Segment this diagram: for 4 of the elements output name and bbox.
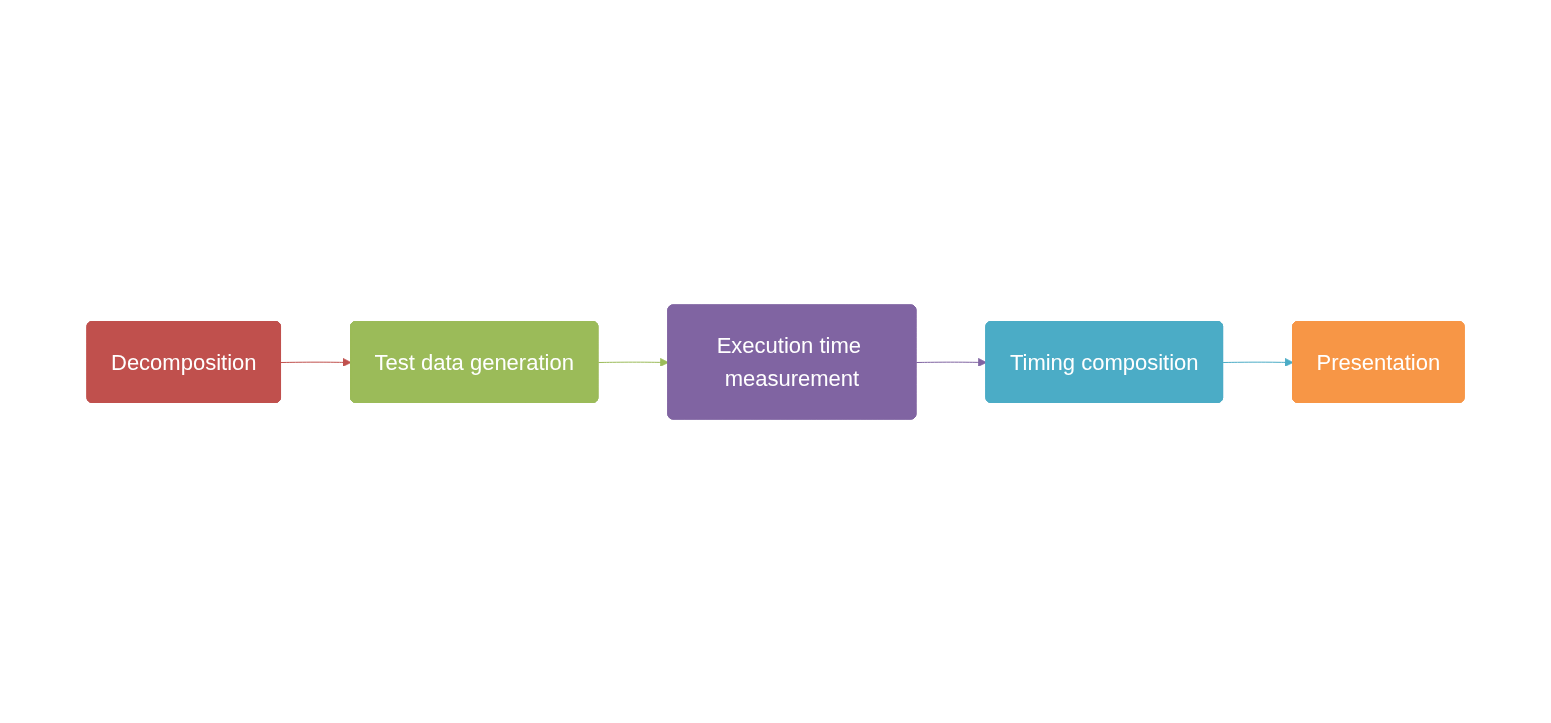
arrow bbox=[280, 357, 352, 367]
arrow bbox=[915, 357, 987, 367]
arrow bbox=[597, 357, 669, 367]
arrow bbox=[1222, 357, 1294, 367]
